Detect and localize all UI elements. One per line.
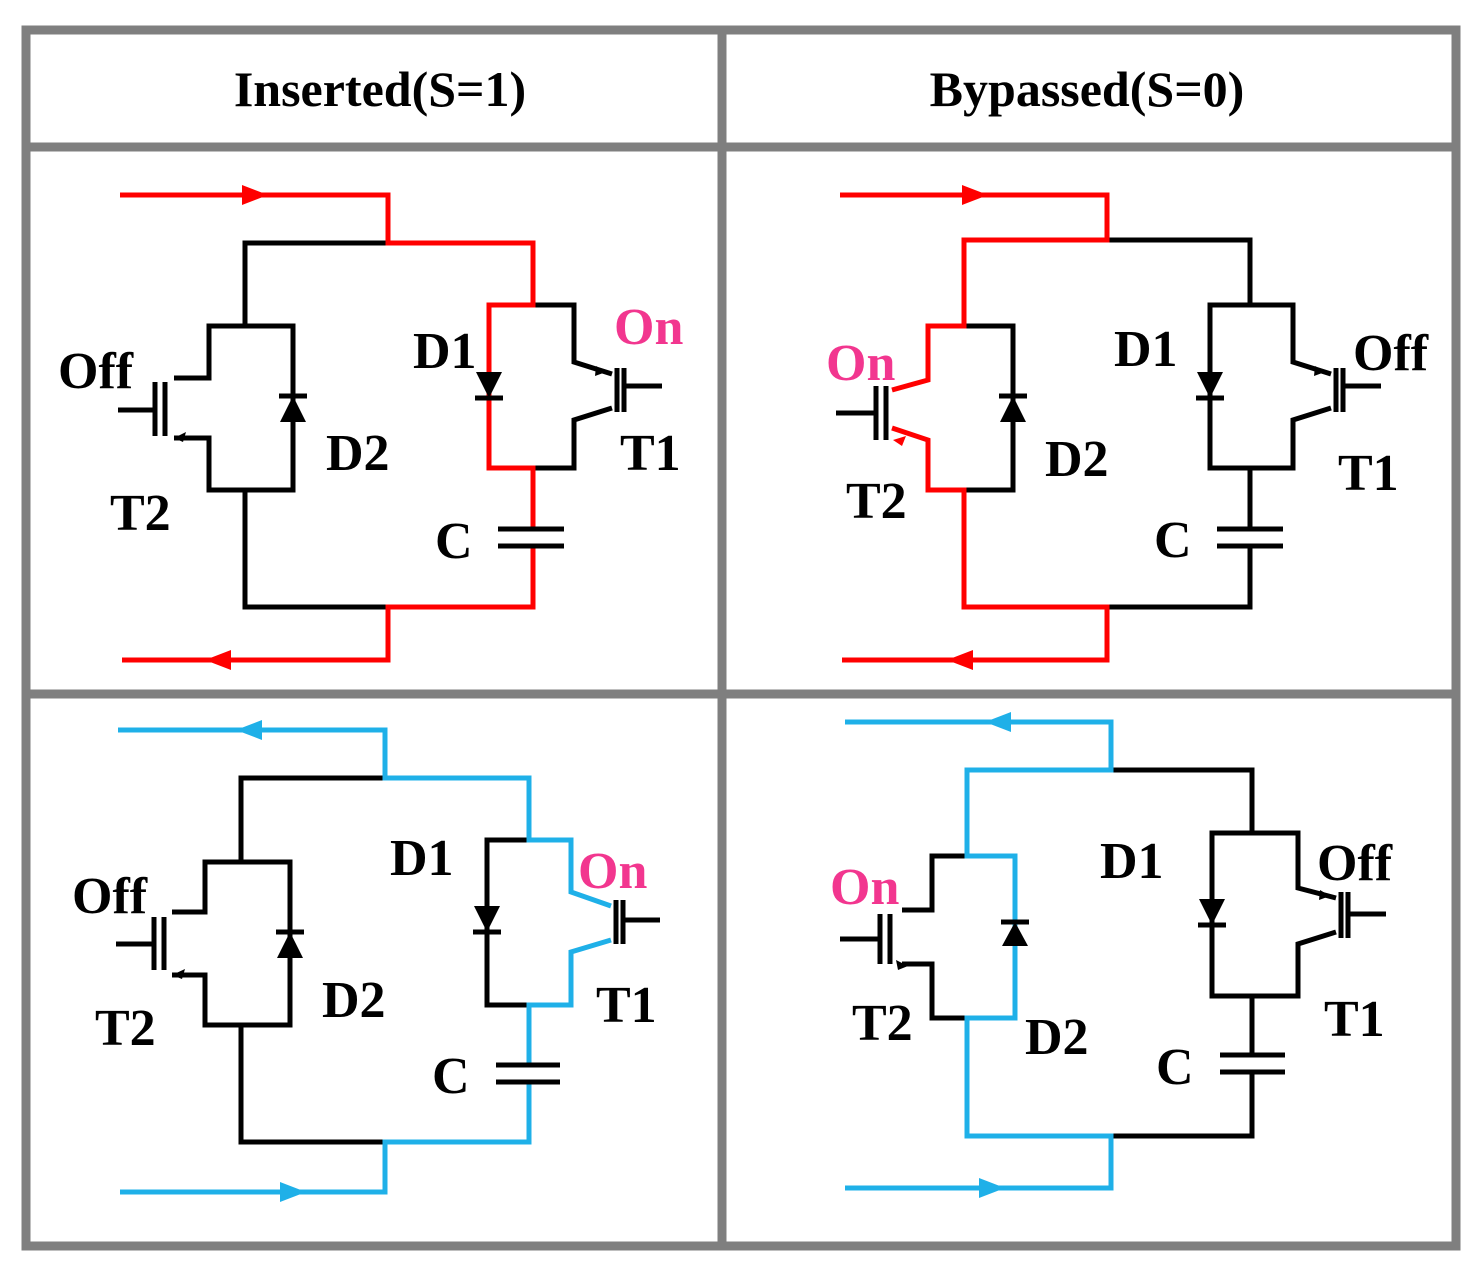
c-label: C xyxy=(432,1048,470,1105)
t2-state-label: On xyxy=(826,335,895,392)
t1-state-label: Off xyxy=(1353,325,1429,382)
panel-inserted-negative: Off T2 D2 D1 On T1 C xyxy=(72,720,660,1202)
header-bypassed: Bypassed(S=0) xyxy=(930,61,1245,117)
t1-state-label: Off xyxy=(1317,835,1393,892)
t1-state-label: On xyxy=(614,299,683,356)
t1-state-label: On xyxy=(578,843,647,900)
diode-d2-icon xyxy=(279,393,307,422)
d1-label: D1 xyxy=(1100,833,1164,890)
current-arrow-left-icon xyxy=(236,720,262,740)
diode-d1-icon xyxy=(1196,372,1224,401)
transistor-arrows xyxy=(174,366,606,442)
d2-label: D2 xyxy=(1045,431,1109,488)
diode-d1-icon xyxy=(473,906,501,935)
t1-label: T1 xyxy=(620,425,681,482)
current-arrow-left-icon xyxy=(985,712,1011,732)
transistor-arrows xyxy=(1314,366,1325,376)
capacitor-icon xyxy=(1220,1052,1285,1075)
d1-label: D1 xyxy=(1114,321,1178,378)
circuit-wires xyxy=(840,767,1386,1139)
transistor-arrows xyxy=(172,969,185,979)
panel-inserted-positive: Off T2 D2 D1 On T1 C xyxy=(58,185,683,670)
panel-bypassed-negative: On T2 D2 D1 Off T1 C xyxy=(830,712,1393,1198)
t2-label: T2 xyxy=(846,473,907,530)
t2-state-label: Off xyxy=(72,868,148,925)
d2-label: D2 xyxy=(322,972,386,1029)
capacitor-icon xyxy=(498,526,564,549)
current-arrow-right-icon xyxy=(280,1182,306,1202)
current-arrow-left-icon xyxy=(947,650,973,670)
transistor-arrows xyxy=(896,890,1330,970)
current-path xyxy=(840,192,1110,663)
t2-state-label: On xyxy=(830,859,899,916)
d1-label: D1 xyxy=(413,323,477,380)
t1-label: T1 xyxy=(1338,445,1399,502)
current-arrow-left-icon xyxy=(205,650,231,670)
d2-label: D2 xyxy=(1025,1009,1089,1066)
header-inserted: Inserted(S=1) xyxy=(234,61,526,117)
circuit-wires xyxy=(836,237,1381,610)
diode-d2-icon xyxy=(999,393,1027,422)
current-arrow-right-icon xyxy=(962,185,988,205)
capacitor-icon xyxy=(1217,526,1283,549)
t2-label: T2 xyxy=(852,995,913,1052)
t1-label: T1 xyxy=(1324,991,1385,1048)
current-path xyxy=(845,719,1114,1191)
panel-bypassed-positive: On T2 D2 D1 Off T1 C xyxy=(826,185,1429,670)
c-label: C xyxy=(1156,1039,1194,1096)
d2-label: D2 xyxy=(326,425,390,482)
circuit-wires xyxy=(116,775,660,1145)
diode-d1-icon xyxy=(475,372,503,401)
t1-label: T1 xyxy=(596,977,657,1034)
t2-label: T2 xyxy=(95,1000,156,1057)
current-arrow-right-icon xyxy=(979,1178,1005,1198)
circuit-wires xyxy=(118,240,662,610)
t2-label: T2 xyxy=(110,485,171,542)
table-frame xyxy=(21,25,1461,1251)
diode-d2-icon xyxy=(276,929,304,958)
current-arrow-right-icon xyxy=(242,185,268,205)
diode-d1-icon xyxy=(1198,899,1226,928)
c-label: C xyxy=(435,513,473,570)
d1-label: D1 xyxy=(390,830,454,887)
current-path xyxy=(120,192,536,663)
c-label: C xyxy=(1154,512,1192,569)
current-path xyxy=(118,727,612,1195)
capacitor-icon xyxy=(496,1062,560,1085)
t2-state-label: Off xyxy=(58,343,134,400)
diode-d2-icon xyxy=(1001,919,1029,946)
